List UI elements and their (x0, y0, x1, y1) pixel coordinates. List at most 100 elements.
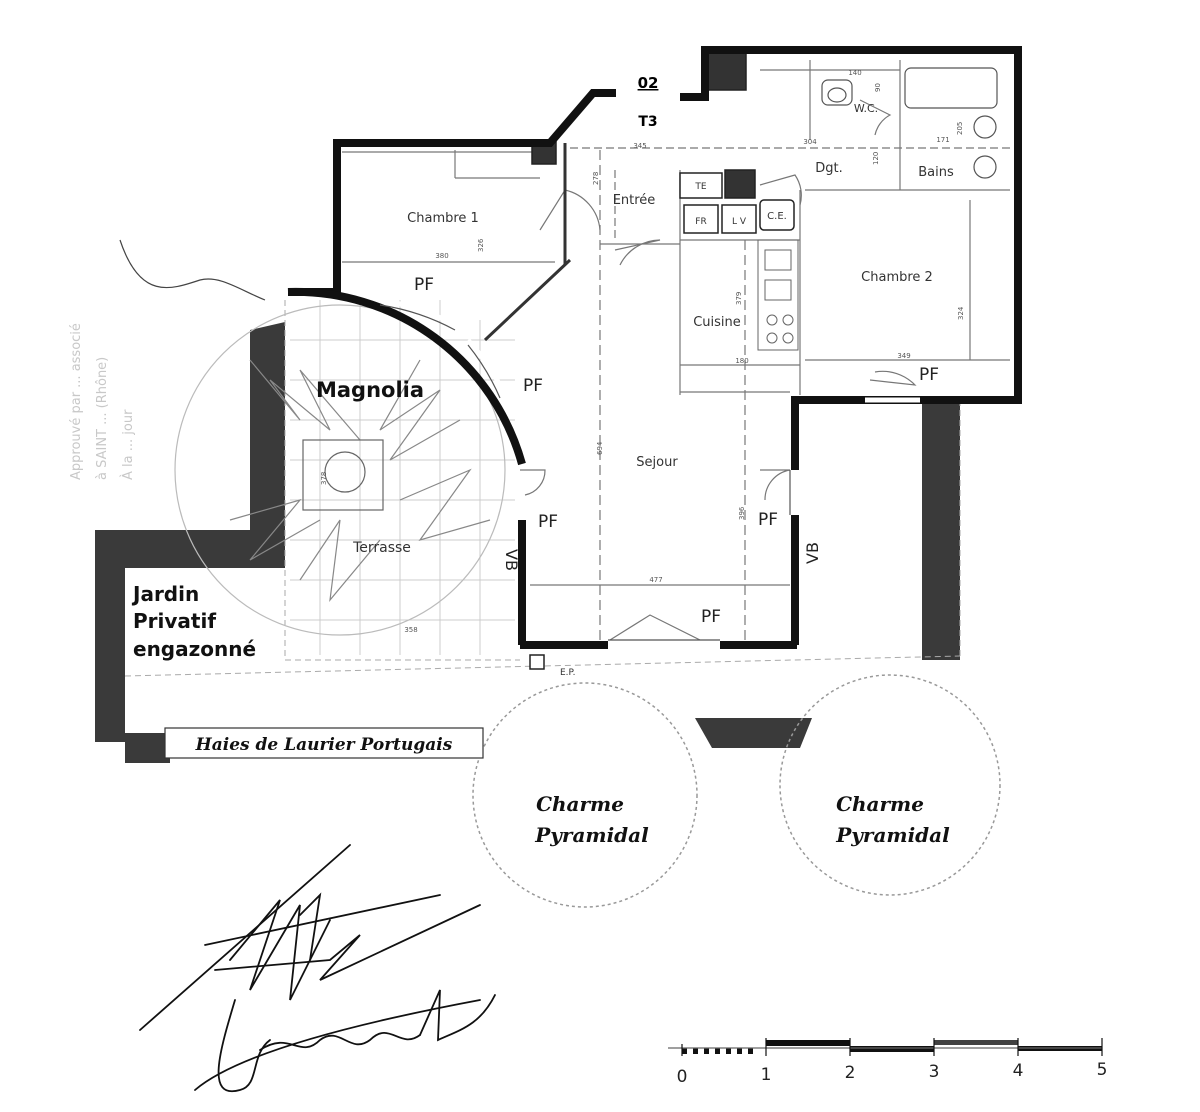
terrace-grid (290, 300, 515, 655)
bathtub (904, 67, 998, 109)
scale-label-4: 4 (1013, 1061, 1024, 1081)
dim-304: 304 (803, 138, 817, 146)
unit-number: 02 (638, 74, 659, 92)
dim-358: 358 (404, 626, 417, 634)
margin-note-line-3: À la ... jour (120, 409, 136, 480)
pf-label-chambre1: PF (414, 275, 434, 295)
signature-2 (194, 989, 496, 1093)
toilet (821, 79, 853, 106)
magnolia-sketch (174, 304, 506, 636)
scale-label-3: 3 (929, 1062, 940, 1082)
tree-1-label-line-2: Pyramidal (534, 823, 649, 847)
kitchen-fixtures (757, 239, 799, 351)
unit-header: 02 T3 (638, 74, 659, 130)
pf-label-sejour-south: PF (701, 607, 721, 627)
dim-477: 477 (649, 576, 662, 584)
pf-label-curve: PF (523, 376, 543, 396)
hedge-left (95, 322, 285, 742)
fixture-ep: E.P. (560, 668, 575, 678)
dim-345: 345 (633, 142, 646, 150)
tree-1-label-line-1: Charme (536, 792, 624, 816)
hedge-label-box (164, 727, 484, 759)
pf-label-sejour-west: PF (538, 512, 558, 532)
fixture-te: TE (694, 182, 706, 192)
magnolia-canopy (174, 304, 506, 636)
margin-note-line-2: à SAINT ... (Rhône) (95, 357, 110, 480)
room-wc: W.C. (854, 102, 878, 115)
garden-outlines (124, 300, 961, 677)
garden-label-line-1: Jardin (131, 582, 199, 606)
pf-label-chambre2: PF (919, 365, 939, 385)
room-labels: Chambre 1 Entrée Chambre 2 Cuisine Sejou… (352, 102, 954, 556)
window-lines (379, 304, 791, 641)
scale-bar-labels: 0 1 2 3 4 5 (677, 1060, 1108, 1087)
fixture-ce: C.E. (767, 211, 787, 222)
dim-379: 379 (735, 292, 743, 305)
wall-north-right (680, 46, 1022, 470)
tree-2-label-line-2: Pyramidal (835, 823, 950, 847)
landscape-labels: Magnolia Jardin Privatif engazonné Haies… (131, 378, 950, 847)
garden-label-line-2: Privatif (133, 609, 216, 633)
hedge-label: Haies de Laurier Portugais (195, 735, 453, 755)
margin-stamp: Approuvé par ... associé à SAINT ... (Rh… (69, 323, 136, 480)
margin-note-line-1: Approuvé par ... associé (69, 323, 84, 480)
dim-324: 324 (957, 306, 965, 320)
hedge-right (922, 402, 960, 660)
scale-label-2: 2 (845, 1063, 856, 1083)
scale-label-1: 1 (761, 1065, 772, 1085)
dim-171: 171 (936, 136, 949, 144)
dim-90: 90 (874, 83, 882, 92)
scale-label-0: 0 (677, 1067, 688, 1087)
fixture-labels: TE FR L V C.E. E.P. (560, 182, 787, 678)
exterior-walls (287, 46, 1022, 649)
room-entree: Entrée (613, 193, 656, 208)
pf-label-sejour-east: PF (758, 510, 778, 530)
vb-label-west: VB (502, 549, 521, 571)
room-chambre-1: Chambre 1 (407, 211, 479, 226)
sketch-squiggle (119, 239, 266, 301)
unit-type: T3 (638, 114, 657, 130)
vb-label-east: VB (803, 542, 822, 564)
signature-1 (139, 844, 481, 1031)
dim-380: 380 (435, 252, 448, 260)
window-gaps (379, 297, 920, 648)
dim-694: 694 (596, 441, 604, 455)
scale-label-5: 5 (1097, 1060, 1108, 1080)
wall-curved (287, 287, 526, 466)
dim-396: 396 (738, 506, 746, 520)
hedge-bottom-left (125, 733, 170, 763)
scale-bar-segments (682, 1040, 1102, 1054)
dim-278: 278 (592, 172, 600, 185)
dim-120: 120 (872, 152, 880, 165)
room-sejour: Sejour (636, 455, 678, 470)
dimension-labels: 140 90 304 345 171 205 120 278 380 326 3… (320, 69, 965, 634)
bathroom-fixtures (821, 67, 998, 179)
dim-378: 378 (320, 472, 328, 485)
garden-label-line-3: engazonné (133, 637, 256, 661)
room-chambre-2: Chambre 2 (861, 270, 933, 285)
dim-140: 140 (848, 69, 861, 77)
hedge-bottom-right (695, 718, 812, 748)
hedges (95, 322, 960, 763)
dim-205: 205 (956, 122, 964, 135)
magnolia-label: Magnolia (316, 378, 424, 402)
tree-2-label-line-1: Charme (836, 792, 924, 816)
room-bains: Bains (918, 165, 954, 180)
scale-bar-ticks (668, 1038, 1103, 1056)
dim-326: 326 (477, 238, 485, 252)
utility-boxes (529, 51, 795, 670)
inner-walls (483, 143, 572, 342)
scale-bar: 0 1 2 3 4 5 (668, 1038, 1107, 1087)
washbasin-1 (973, 115, 997, 139)
door-swings (520, 99, 917, 641)
room-dgt: Dgt. (815, 161, 843, 176)
fixture-lv: L V (732, 217, 747, 227)
tree-circle-1 (472, 682, 698, 908)
trees (472, 674, 1001, 908)
room-cuisine: Cuisine (693, 315, 741, 330)
interior-lines (342, 60, 1010, 640)
dim-349: 349 (897, 352, 910, 360)
fixture-fr: FR (695, 217, 706, 227)
dim-180: 180 (735, 357, 748, 365)
